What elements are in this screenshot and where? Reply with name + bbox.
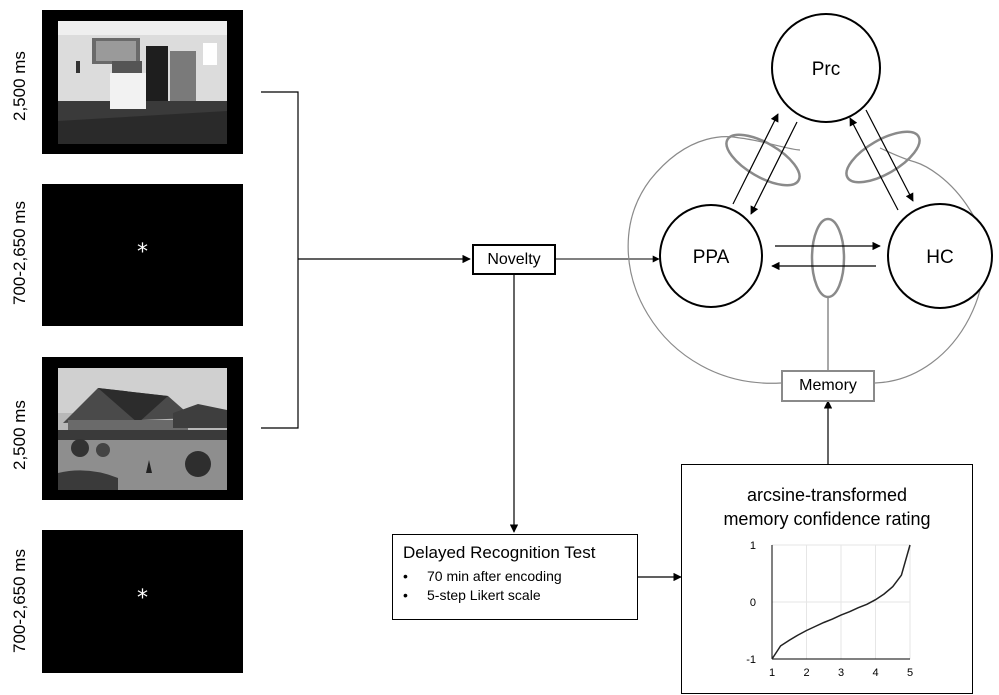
- prc-to-hc-arrow: [865, 109, 914, 202]
- chart-series-line: [771, 544, 911, 660]
- fixation-frame-1: *: [42, 184, 243, 326]
- fixation-frame-2: *: [42, 530, 243, 673]
- stimulus-frame-1: [42, 10, 243, 154]
- prc-node: [771, 13, 881, 123]
- prc-label: Prc: [812, 59, 841, 80]
- prc-to-ppa-arrow: [750, 121, 798, 215]
- fixation-star: *: [137, 586, 148, 611]
- hc-to-prc-arrow: [849, 117, 899, 211]
- ppa-node: [659, 204, 763, 308]
- ppa-label: PPA: [693, 247, 730, 268]
- novelty-box: Novelty: [472, 244, 556, 275]
- hc-label: HC: [926, 247, 953, 268]
- hc-node: [887, 203, 993, 309]
- prc-hc-modulation-ellipse: [845, 130, 921, 184]
- exterior-scene-photo: [58, 368, 227, 490]
- chart-x-tick-label: 5: [907, 667, 913, 679]
- confidence-chart: 1 2 3 4 5 -1 0 1: [746, 540, 913, 679]
- ppa-to-prc-arrow: [732, 113, 779, 205]
- chart-x-tick-label: 4: [872, 667, 878, 679]
- confidence-title-line2: memory confidence rating: [723, 509, 931, 529]
- interior-scene-photo: [58, 21, 227, 144]
- recognition-test-title: Delayed Recognition Test: [403, 543, 596, 562]
- ppa-prc-modulation-ellipse: [725, 133, 801, 187]
- memory-box: Memory: [781, 370, 875, 402]
- confidence-panel: arcsine-transformed memory confidence ra…: [681, 464, 973, 694]
- recognition-test-box: Delayed Recognition Test •70 min after e…: [392, 534, 638, 620]
- chart-x-tick-label: 2: [803, 667, 809, 679]
- fixation-star: *: [137, 240, 148, 265]
- novelty-label: Novelty: [487, 251, 541, 268]
- recognition-test-bullet: •5-step Likert scale: [403, 587, 541, 603]
- stimulus-bracket: [261, 91, 299, 429]
- chart-y-tick-label: 0: [750, 597, 756, 609]
- chart-y-tick-label: -1: [746, 654, 756, 666]
- chart-x-tick-label: 1: [769, 667, 775, 679]
- ppa-hc-modulation-ellipse: [810, 217, 846, 299]
- stimulus-frame-2: [42, 357, 243, 500]
- chart-y-tick-label: 1: [750, 540, 756, 552]
- confidence-title-line1: arcsine-transformed: [746, 485, 908, 505]
- memory-label: Memory: [799, 377, 857, 394]
- chart-x-tick-label: 3: [838, 667, 844, 679]
- recognition-test-bullet: •70 min after encoding: [403, 568, 562, 584]
